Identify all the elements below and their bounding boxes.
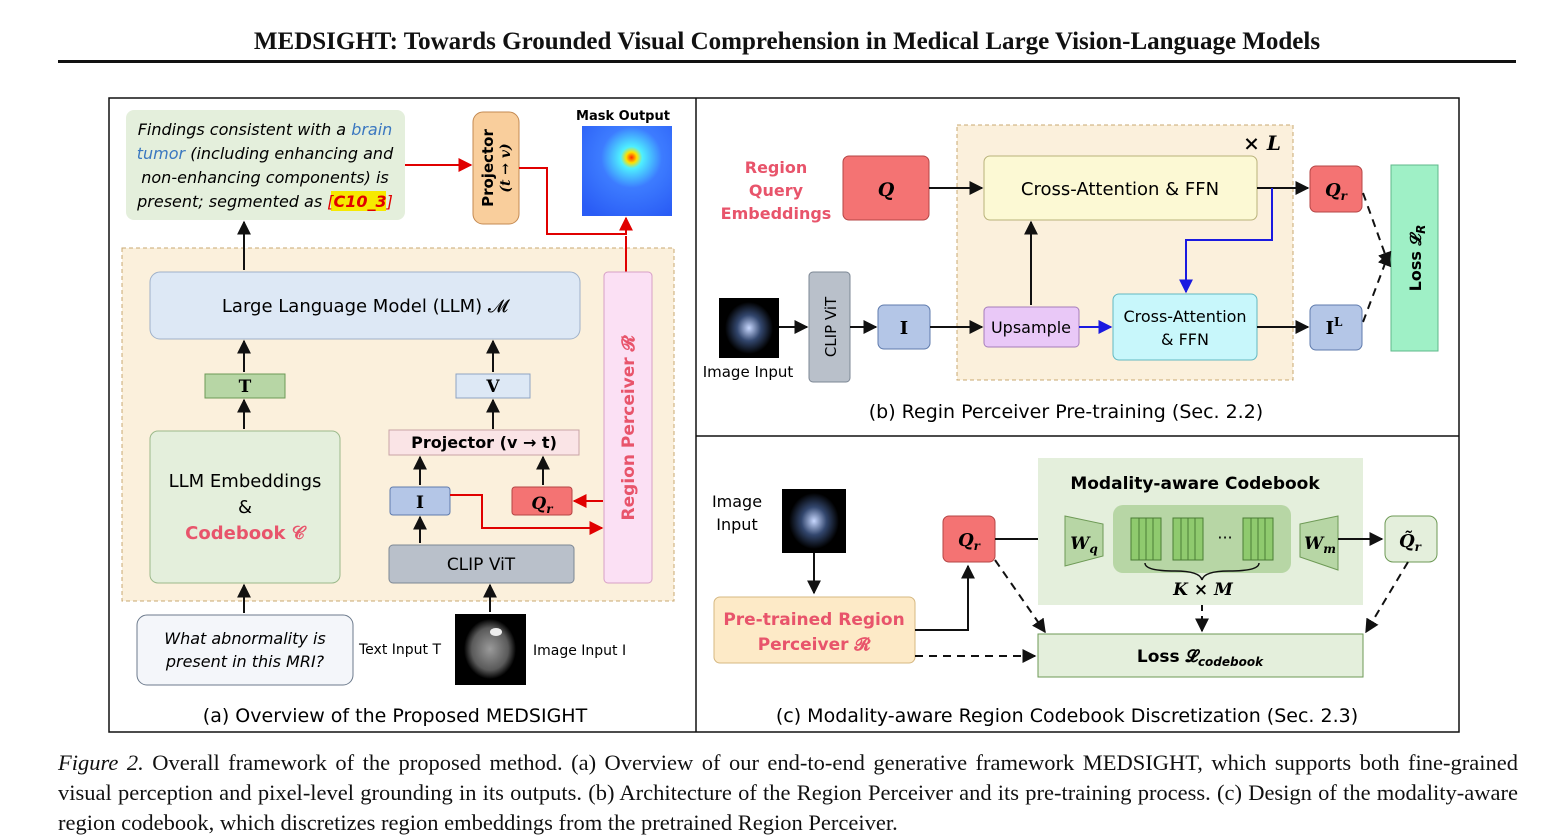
wm-label: Wm xyxy=(1304,534,1336,556)
projector-t-to-v-label: Projector xyxy=(479,129,497,207)
q-label: Q xyxy=(878,179,895,201)
llm-embeddings-box xyxy=(149,430,341,584)
projector-v-to-t xyxy=(388,429,580,456)
arrow-qr-to-loss xyxy=(1362,192,1392,267)
arrow-projector-to-mask xyxy=(519,167,633,235)
region-query-line-3: Embeddings xyxy=(721,204,832,223)
figure-caption-label: Figure 2. xyxy=(58,750,144,775)
arrow-il-to-loss xyxy=(1362,251,1392,323)
t-token-box xyxy=(204,373,286,399)
region-perceiver-label: Region Perceiver 𝓡 xyxy=(619,334,639,520)
findings-line-1: Findings consistent with a brain xyxy=(138,120,393,139)
qr-label-b: Qr xyxy=(1325,180,1349,203)
il-box xyxy=(1309,304,1363,351)
clip-vit-label-b: CLIP ViT xyxy=(822,296,840,357)
panel-b-caption: (b) Regin Perceiver Pre-training (Sec. 2… xyxy=(869,401,1263,423)
framework-figure: Findings consistent with a brain tumor (… xyxy=(108,97,1460,733)
findings-line-4: present; segmented as [C10_3] xyxy=(136,192,393,211)
ct-body-shape-c xyxy=(789,493,839,549)
codebook-label: Codebook 𝒞 xyxy=(185,523,307,544)
wq-label: Wq xyxy=(1070,534,1097,556)
times-l-label: × L xyxy=(1243,131,1281,155)
region-perceiver-box xyxy=(603,271,653,584)
v-token-box xyxy=(455,373,531,399)
codebook-ellipsis: ··· xyxy=(1217,528,1232,547)
header-rule xyxy=(58,60,1516,63)
v-token-label: V xyxy=(485,377,500,397)
i-token-box xyxy=(389,486,451,516)
ct-body-shape-b xyxy=(725,302,773,354)
upsample-label: Upsample xyxy=(991,318,1071,337)
region-query-line-2: Query xyxy=(749,181,804,200)
question-box xyxy=(136,614,354,686)
llm-embeddings-line-1: LLM Embeddings xyxy=(169,471,322,492)
panel-c: Image Input Pre-trained Region Perceiver… xyxy=(712,458,1438,727)
question-line-1: What abnormality is xyxy=(164,629,325,648)
i-label-b: I xyxy=(900,318,908,339)
arrow-crossattn-to-bottom xyxy=(1179,188,1273,294)
k-times-m-label: K × M xyxy=(1172,580,1234,600)
qr-token-label: Qr xyxy=(531,494,554,516)
paper-title: MEDSIGHT: Towards Grounded Visual Compre… xyxy=(253,28,1321,55)
cross-attn-bottom-line-1: Cross-Attention xyxy=(1123,307,1246,326)
panel-a: Findings consistent with a brain tumor (… xyxy=(121,109,675,727)
qr-token-box xyxy=(511,486,573,516)
qr-box-b xyxy=(1309,165,1363,213)
codebook-entry-1 xyxy=(1130,517,1162,561)
loss-codebook-box xyxy=(1037,633,1364,678)
image-input-label-a: Image Input I xyxy=(533,643,626,659)
arrow-qr-to-loss xyxy=(994,559,1046,634)
figure-frame xyxy=(108,97,1460,733)
codebook-entry-3 xyxy=(1242,517,1274,561)
image-input-label-b: Image Input xyxy=(703,363,794,381)
t-token-label: T xyxy=(239,377,252,397)
pretrained-perceiver-line-2: Perceiver 𝓡 xyxy=(758,635,872,655)
text-input-label: Text Input T xyxy=(358,642,441,658)
qr-label-c: Qr xyxy=(958,530,982,553)
codebook-brace xyxy=(1144,562,1260,581)
wq-trapezoid xyxy=(1064,515,1104,567)
pretrained-perceiver-line-1: Pre-trained Region xyxy=(723,610,904,630)
clip-vit-label-a: CLIP ViT xyxy=(447,555,516,575)
image-input-c-line-2: Input xyxy=(716,515,757,534)
findings-line-3: non-enhancing components) is xyxy=(141,168,389,187)
codebook-title: Modality-aware Codebook xyxy=(1070,474,1320,494)
projector-v-to-t-label: Projector (v → t) xyxy=(411,433,557,452)
cross-attn-top-label: Cross-Attention & FFN xyxy=(1021,179,1219,200)
mask-output-label: Mask Output xyxy=(576,109,670,124)
il-label: IL xyxy=(1326,315,1343,339)
cross-attn-bottom-line-2: & FFN xyxy=(1161,330,1209,349)
mri-brain-shape xyxy=(464,619,516,679)
panel-b: × L Region Query Embeddings Q Cross-Atte… xyxy=(703,124,1439,423)
cross-attn-bottom-box xyxy=(1112,293,1258,361)
arrow-pretrained-to-qr xyxy=(915,564,975,631)
loss-r-box xyxy=(1390,164,1439,352)
figure-caption-text: Overall framework of the proposed method… xyxy=(58,750,1518,835)
figure-caption: Figure 2. Overall framework of the propo… xyxy=(58,748,1518,838)
llm-box xyxy=(149,271,581,340)
llm-embeddings-line-2: & xyxy=(238,497,252,518)
codebook-entry-2 xyxy=(1172,517,1204,561)
projector-t-to-v-sub: (t → v) xyxy=(498,143,514,192)
image-input-c-line-1: Image xyxy=(712,492,762,511)
question-line-2: present in this MRI? xyxy=(165,652,325,671)
llm-label: Large Language Model (LLM) 𝓜 xyxy=(222,296,511,317)
mri-lesion xyxy=(490,628,502,636)
loss-r-label: Loss 𝓛R xyxy=(1406,225,1428,292)
panel-c-caption: (c) Modality-aware Region Codebook Discr… xyxy=(776,705,1358,727)
i-token-label: I xyxy=(416,493,424,513)
panel-a-caption: (a) Overview of the Proposed MEDSIGHT xyxy=(203,705,588,727)
mask-output-image xyxy=(582,126,672,216)
arrow-i-to-perceiver xyxy=(450,494,604,535)
findings-line-2: tumor (including enhancing and xyxy=(137,144,394,163)
region-query-line-1: Region xyxy=(745,158,808,177)
loss-codebook-label: Loss 𝓛codebook xyxy=(1137,647,1264,669)
seg-token-highlight xyxy=(331,191,386,211)
arrow-qr-tilde-to-loss xyxy=(1365,561,1409,634)
wm-trapezoid xyxy=(1299,515,1339,571)
qr-tilde-box xyxy=(1384,515,1438,563)
qr-tilde-label: Q̃r xyxy=(1399,530,1423,554)
clip-vit-box-a xyxy=(388,544,575,584)
